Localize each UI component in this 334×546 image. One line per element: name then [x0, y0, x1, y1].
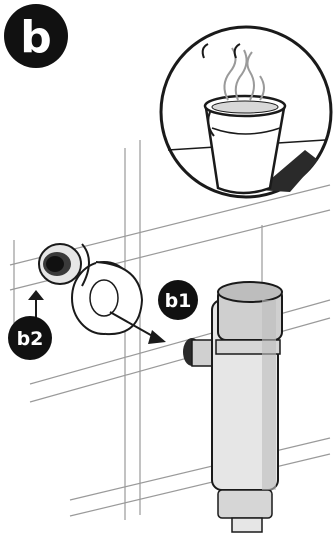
step-label: b — [20, 12, 52, 63]
inset-detail — [161, 27, 331, 197]
step-badge: b — [4, 4, 68, 68]
callout-b2-label: b2 — [17, 328, 44, 350]
seal-cap — [39, 244, 81, 284]
rotate-arrowhead — [28, 290, 44, 300]
flush-valve — [183, 282, 282, 532]
callout-b1-label: b1 — [165, 290, 192, 312]
callout-b2: b2 — [8, 316, 52, 360]
callout-b1: b1 — [158, 280, 198, 320]
